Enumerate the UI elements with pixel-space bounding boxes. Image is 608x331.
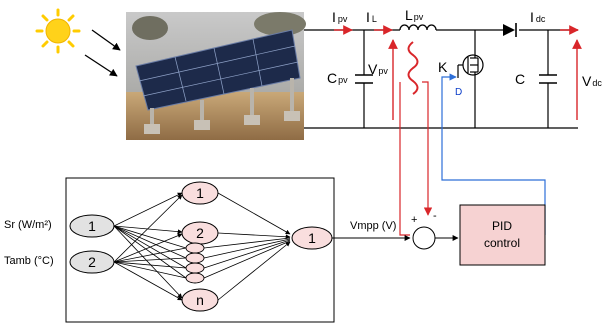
solar-panel-image [126,12,306,140]
svg-text:2: 2 [88,254,96,270]
input-label-sr: Sr (W/m²) [4,219,52,231]
svg-text:1: 1 [196,185,204,201]
summing-plus: + [411,214,417,226]
gate-d-label: D [455,87,462,98]
switch-k-label: K [438,59,448,75]
v-dc-label: Vdc [582,73,602,89]
svg-text:control: control [484,236,520,250]
l-pv-label: Lpv [405,7,424,23]
v-pv-label: Vpv [368,61,388,77]
sensor-coil-icon [407,41,419,95]
pid-controller-box: PID control [459,204,546,266]
cpv-capacitor-icon [355,74,373,84]
input-node-2: 2 [69,250,115,274]
voltage-arrows [388,39,582,120]
network-connections [113,192,291,301]
hidden-node-2: 2 [181,221,219,245]
duty-cycle-wire [441,73,546,235]
diode-icon [503,23,517,37]
summing-minus: - [433,210,437,222]
summing-junction [412,226,436,250]
hidden-node-1: 1 [181,181,219,205]
sun-icon [35,8,81,54]
svg-text:PID: PID [492,219,512,233]
output-node-1: 1 [291,226,333,250]
c-pv-label: Cpv [327,70,348,86]
hidden-node-n: n [181,288,219,312]
mosfet-icon [457,50,484,80]
svg-text:2: 2 [196,225,204,241]
vmpp-label: Vmpp (V) [350,220,396,232]
capacitor-c-label: C [515,71,525,87]
red-feedback-wires [399,81,433,236]
svg-text:1: 1 [88,218,96,234]
inductor-icon [399,24,437,31]
input-label-tamb: Tamb (°C) [4,255,54,267]
hidden-node-stack [185,242,205,284]
capacitor-icon [539,74,557,84]
svg-text:n: n [196,292,204,308]
sunlight-arrows [84,29,121,77]
svg-text:1: 1 [308,230,316,246]
input-node-1: 1 [69,214,115,238]
